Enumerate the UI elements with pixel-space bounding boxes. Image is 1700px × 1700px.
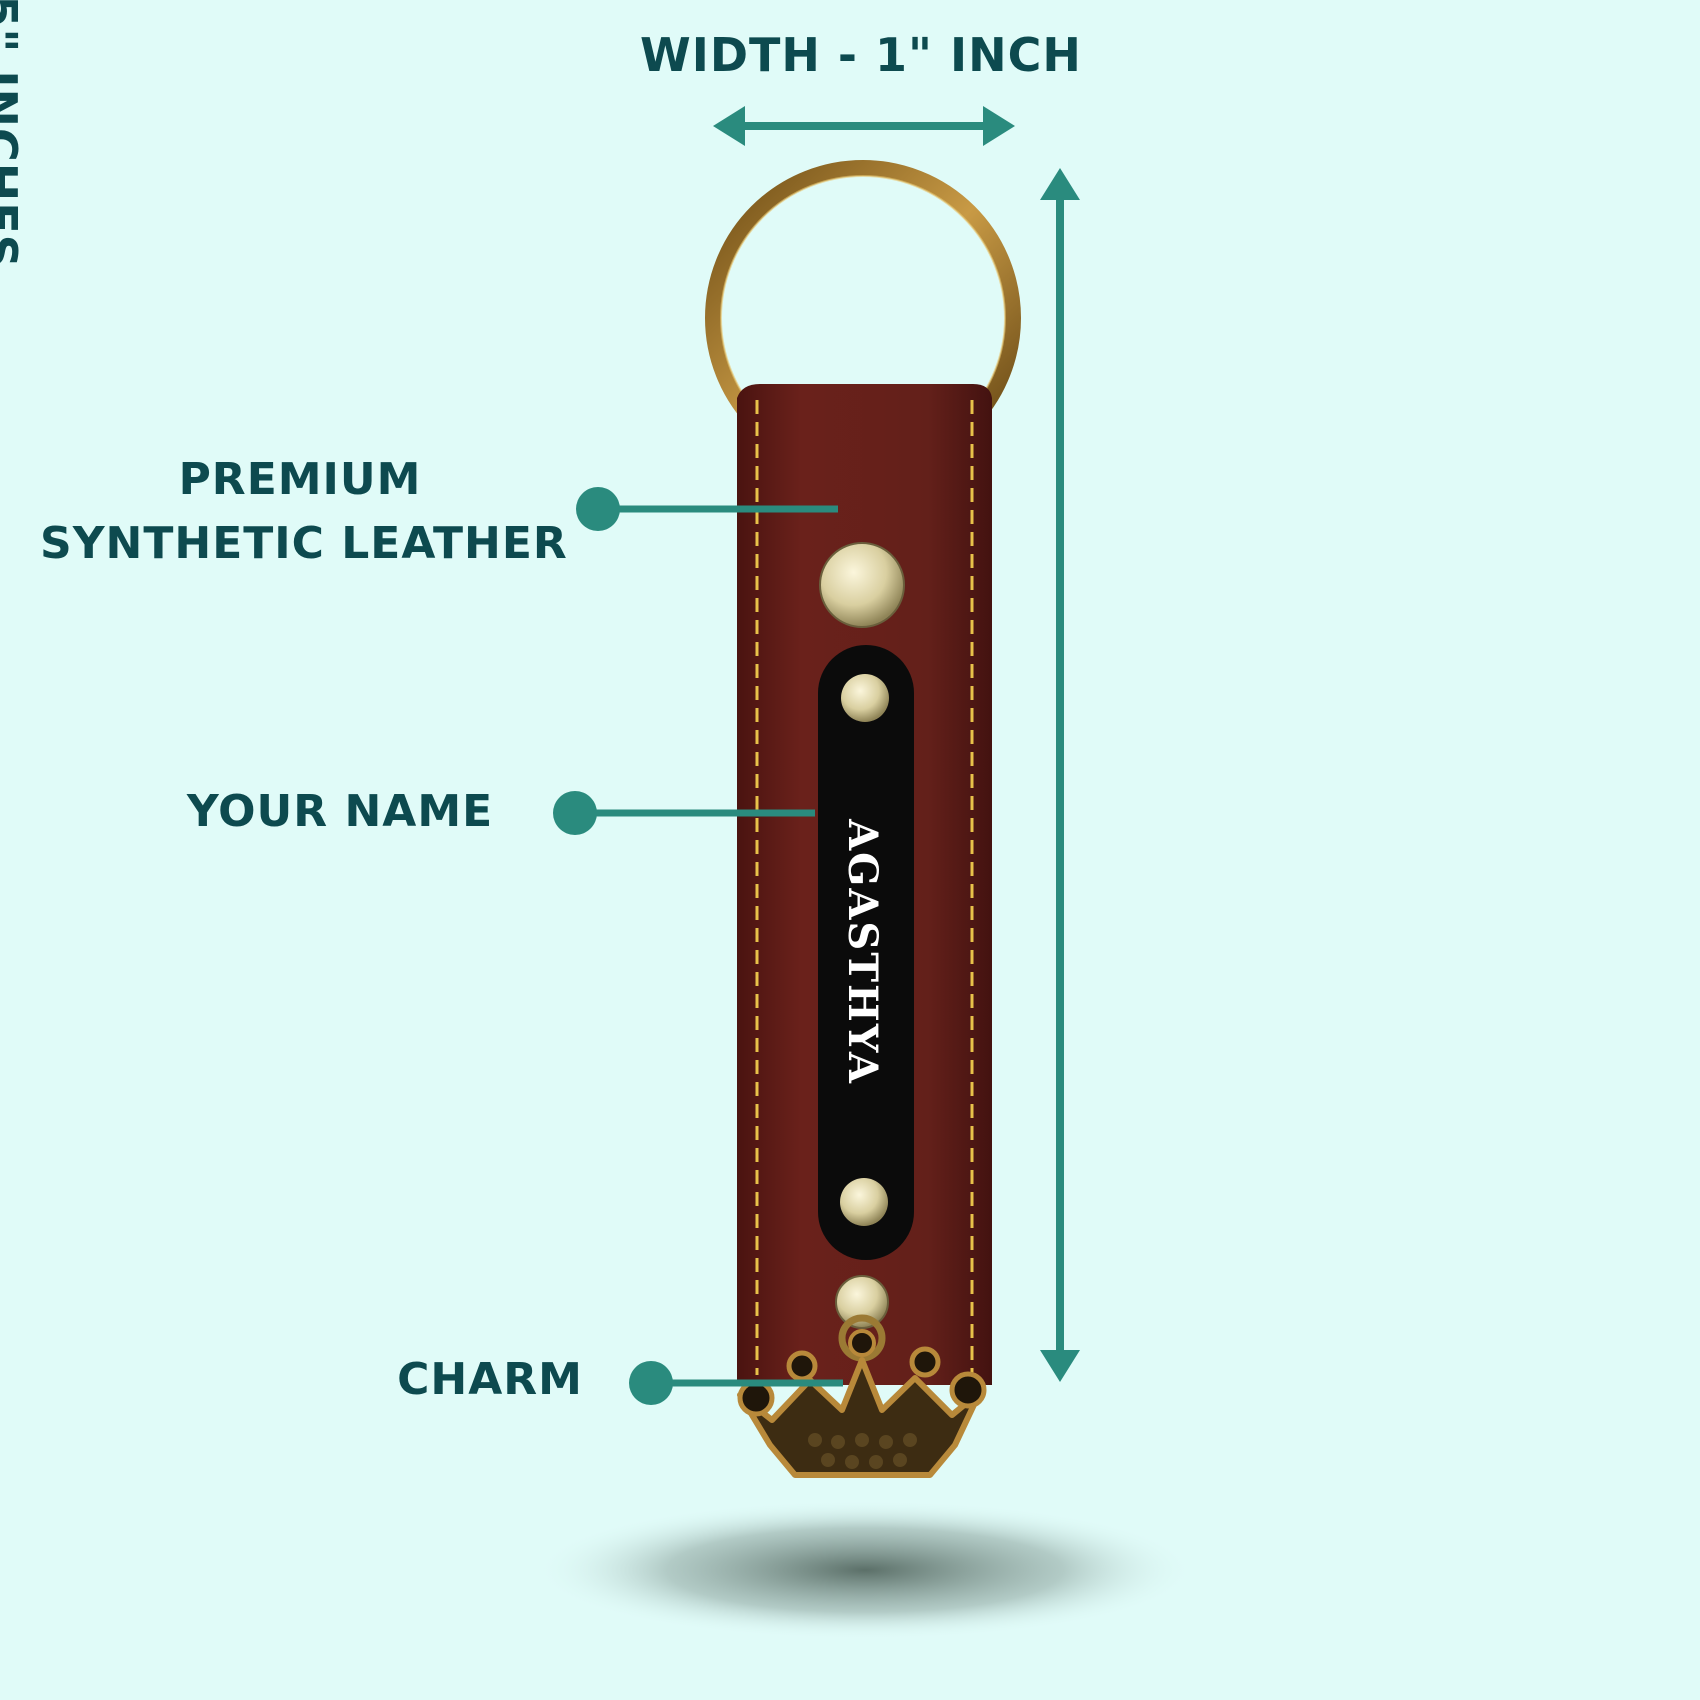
width-arrow <box>713 106 1015 146</box>
rivet-top <box>819 542 905 628</box>
callout-name <box>553 791 815 835</box>
length-dimension-label: LENGTH - 5" INCHES <box>0 0 27 279</box>
charm-callout-label: CHARM <box>397 1354 583 1405</box>
crown-charm <box>737 1314 987 1478</box>
plate-rivet-bottom <box>840 1178 888 1226</box>
material-label-line2: SYNTHETIC LEATHER <box>40 518 568 569</box>
floor-shadow <box>535 1500 1195 1640</box>
rivet-bottom <box>835 1275 889 1329</box>
material-callout-label: PREMIUM SYNTHETIC LEATHER <box>40 448 568 576</box>
engraved-name: AGASTHYA <box>839 818 886 1085</box>
name-callout-label: YOUR NAME <box>186 786 494 837</box>
material-label-line1: PREMIUM <box>178 454 422 505</box>
name-plate <box>818 645 914 1260</box>
plate-rivet-top <box>841 674 889 722</box>
callout-leather <box>576 487 838 531</box>
length-arrow <box>1040 168 1080 1382</box>
callout-charm <box>629 1361 843 1405</box>
width-dimension-label: WIDTH - 1" INCH <box>640 28 1082 82</box>
